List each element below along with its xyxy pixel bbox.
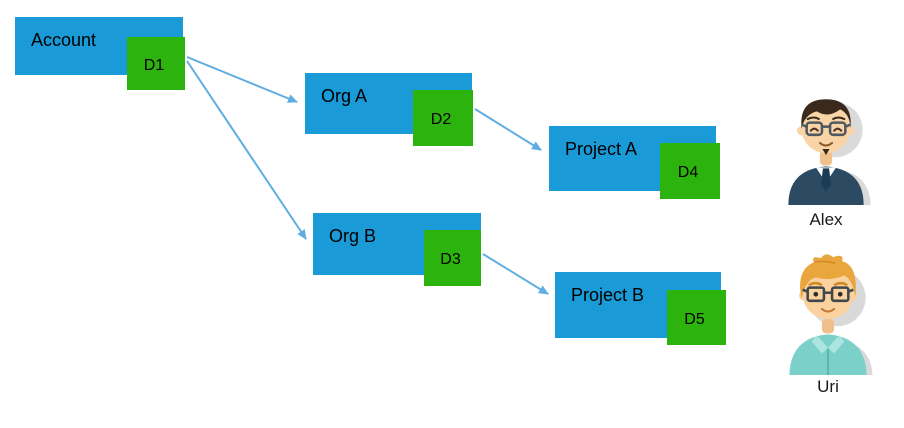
uri-avatar <box>782 248 874 380</box>
alex-avatar <box>780 88 872 209</box>
alex-name-label: Alex <box>809 210 843 229</box>
edge-d1-to-org-b <box>186 60 307 240</box>
node-org-b-label: Org B <box>329 226 377 246</box>
badge-d4-label: D4 <box>677 164 699 181</box>
badge-d5-label: D5 <box>684 310 705 328</box>
uri-avatar-illustration <box>789 254 873 380</box>
badge-d3-label: D3 <box>440 251 461 268</box>
edge-d3-to-project-b <box>482 253 549 295</box>
uri-name-label: Uri <box>817 377 839 396</box>
badge-d5: D5 <box>667 290 726 345</box>
badge-d2-label: D2 <box>430 111 452 128</box>
edge-d1-to-org-a <box>186 56 298 103</box>
node-project-b-label: Project B <box>571 285 645 305</box>
badge-d3: D3 <box>424 230 481 286</box>
node-project-a-label: Project A <box>565 139 638 159</box>
badge-d1-label: D1 <box>143 56 165 74</box>
badge-d1: D1 <box>127 37 185 90</box>
alex-avatar-illustration <box>788 99 871 209</box>
node-org-a-label: Org A <box>321 86 368 106</box>
badge-d2: D2 <box>413 90 473 146</box>
edge-d2-to-project-a <box>474 108 542 151</box>
badge-d4: D4 <box>660 143 720 199</box>
node-account-label: Account <box>31 30 97 50</box>
